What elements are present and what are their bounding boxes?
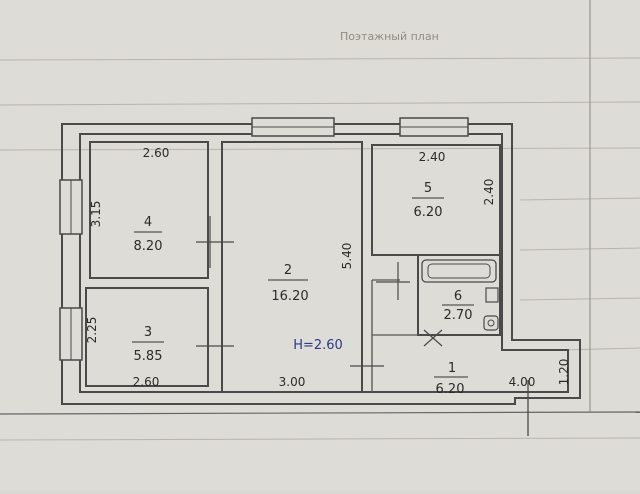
dim-room2-side: 5.40 [340,243,354,270]
ceiling-height: H=2.60 [293,338,343,353]
room-4-area: 8.20 [134,239,163,254]
room-2-area: 16.20 [271,289,308,304]
paper-rule-line [0,437,640,441]
dim-corridor-side: 1.20 [557,359,571,386]
sink-icon [485,287,499,303]
room-3-outline [85,287,209,387]
room-5-number: 5 [424,181,432,196]
frame-line [0,411,640,415]
window-top-left [251,117,335,137]
room-1-number: 1 [448,361,456,376]
room-6-outline [417,255,501,336]
door-marks [196,216,443,388]
bathtub-icon [421,259,497,283]
dim-room3-side: 2.25 [85,317,99,344]
dim-room5-side: 2.40 [482,179,496,206]
room-1-outline [371,280,418,392]
dim-room4-side: 3.15 [89,201,103,228]
room-1-area: 6.20 [436,382,465,397]
room-5-area: 6.20 [414,205,443,220]
paper-rule-line [519,197,640,201]
room-5-outline [371,144,501,256]
outer-wall-inner [79,133,569,393]
paper-rule-line [0,147,640,151]
room-6-number: 6 [454,289,462,304]
dim-room2-bottom: 3.00 [279,375,306,389]
room-2-number: 2 [284,263,292,278]
paper-rule-line [519,247,640,251]
room-4-outline [89,141,209,279]
toilet-icon [483,315,499,331]
window-left-upper [59,179,83,235]
window-top-right [399,117,469,137]
room-2-outline [221,141,363,393]
room-3-area: 5.85 [134,349,163,364]
paper-rule-line [559,347,640,351]
dim-corridor-width: 4.00 [509,375,536,389]
outer-wall-outer [61,123,581,405]
room-3-number: 3 [144,325,152,340]
window-left-lower [59,307,83,361]
dim-room4-top: 2.60 [143,146,170,160]
paper-rule-line [0,101,640,106]
room-6-area: 2.70 [444,308,473,323]
room-4-number: 4 [144,215,152,230]
dim-room3-bottom: 2.60 [133,375,160,389]
paper-rule-line [0,57,640,61]
dim-room5-top: 2.40 [419,150,446,164]
paper-rule-line [519,297,640,301]
header-text: Поэтажный план [340,30,439,43]
